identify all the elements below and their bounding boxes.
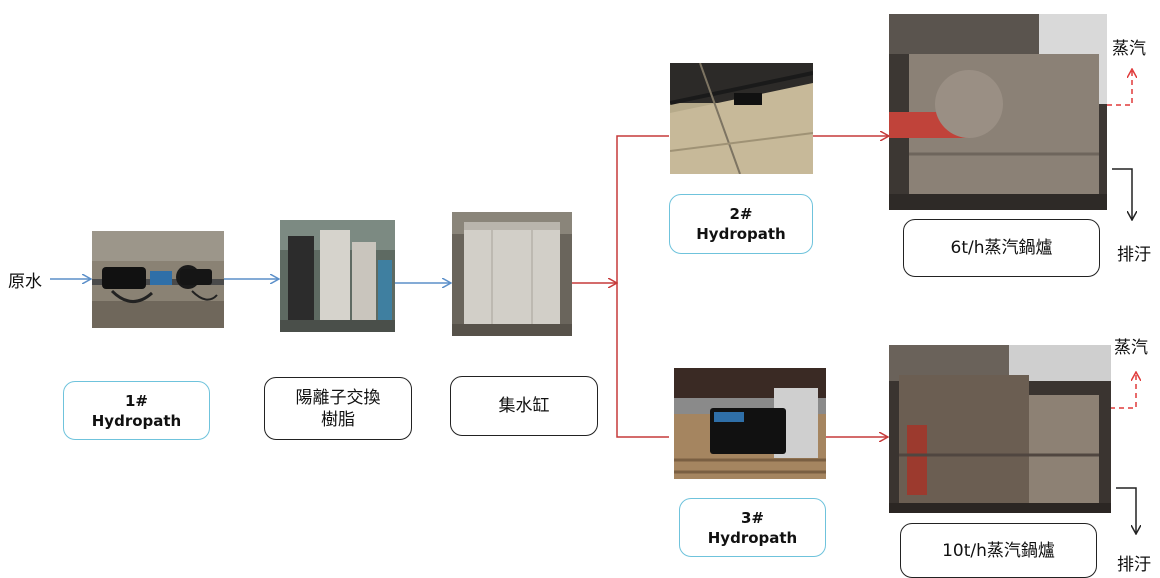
- raw-water-label: 原水: [8, 272, 42, 292]
- steam-label-top: 蒸汽: [1112, 39, 1146, 59]
- discharge-arrow-top: [1112, 168, 1132, 220]
- red-split-line: [616, 135, 669, 438]
- hydropath-3-box: 3# Hydropath: [679, 498, 826, 557]
- hydropath-3-photo: [674, 368, 826, 479]
- hydropath-1-photo: [92, 231, 224, 328]
- hydropath-2-box: 2# Hydropath: [669, 194, 813, 254]
- boiler-6t-photo: [889, 14, 1107, 210]
- hydropath-1-name: Hydropath: [91, 411, 182, 430]
- collection-tank-photo: [452, 212, 572, 336]
- resin-line2: 樹脂: [321, 409, 355, 430]
- resin-box: 陽離子交換 樹脂: [264, 377, 412, 440]
- steam-arrow-bottom: [1110, 372, 1136, 409]
- hydropath-2-name: Hydropath: [696, 225, 786, 243]
- discharge-label-bottom: 排汙: [1117, 555, 1151, 575]
- hydropath-3-name: Hydropath: [707, 528, 798, 547]
- hydropath-2-photo: [670, 63, 813, 174]
- boiler-10t-photo: [889, 345, 1111, 513]
- discharge-label-top: 排汙: [1117, 245, 1151, 265]
- tank-box: 集水缸: [450, 376, 598, 436]
- boiler-6t-box: 6t/h蒸汽鍋爐: [903, 219, 1100, 277]
- steam-arrow-top: [1107, 69, 1132, 106]
- boiler-6t-label: 6t/h蒸汽鍋爐: [950, 238, 1053, 258]
- steam-label-bottom: 蒸汽: [1114, 338, 1148, 358]
- discharge-arrow-bottom: [1116, 487, 1136, 534]
- tank-label: 集水缸: [498, 396, 550, 416]
- resin-line1: 陽離子交換: [295, 387, 381, 408]
- hydropath-3-number: 3#: [740, 508, 764, 527]
- resin-exchanger-photo: [280, 220, 395, 332]
- boiler-10t-label: 10t/h蒸汽鍋爐: [942, 540, 1055, 561]
- boiler-10t-box: 10t/h蒸汽鍋爐: [900, 523, 1097, 578]
- hydropath-1-box: 1# Hydropath: [63, 381, 210, 440]
- hydropath-2-number: 2#: [729, 205, 753, 223]
- hydropath-1-number: 1#: [124, 391, 148, 410]
